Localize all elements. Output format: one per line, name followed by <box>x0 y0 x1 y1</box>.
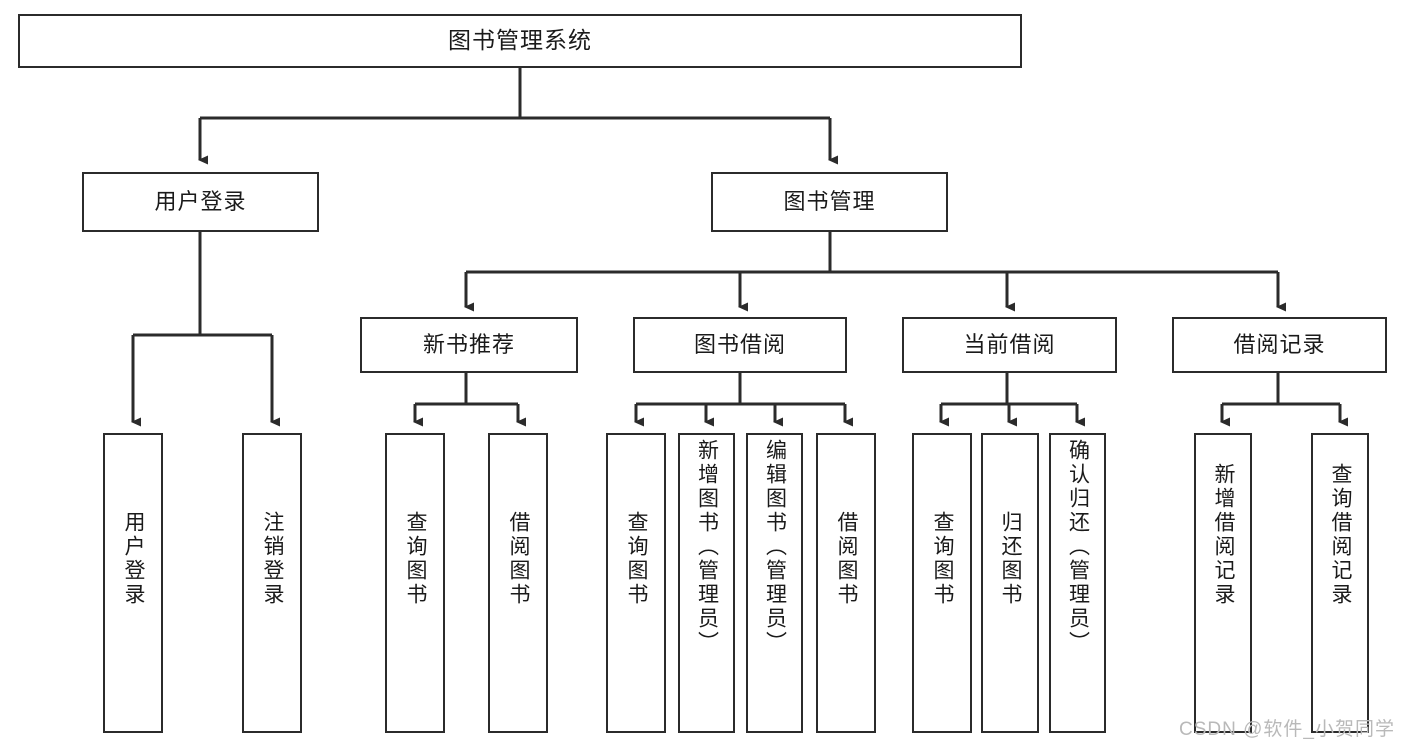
node-book-borrow-label: 图书借阅 <box>693 331 786 357</box>
node-user-login-label: 用户登录 <box>154 188 247 214</box>
node-leaf-add-book-label: 新增图书（管理员） <box>695 439 719 655</box>
node-new-book-recommend[interactable]: 新书推荐 <box>360 317 578 373</box>
node-leaf-query-book-1[interactable]: 查询图书 <box>385 433 445 733</box>
node-leaf-borrow-book-2-label: 借阅图书 <box>835 511 859 607</box>
node-leaf-query-book-3[interactable]: 查询图书 <box>912 433 972 733</box>
node-current-borrow-label: 当前借阅 <box>963 331 1056 357</box>
node-leaf-add-record[interactable]: 新增借阅记录 <box>1194 433 1252 733</box>
node-leaf-edit-book-label: 编辑图书（管理员） <box>763 439 787 655</box>
node-current-borrow[interactable]: 当前借阅 <box>902 317 1117 373</box>
node-borrow-record[interactable]: 借阅记录 <box>1172 317 1387 373</box>
node-leaf-query-book-2-label: 查询图书 <box>625 511 649 607</box>
node-borrow-record-label: 借阅记录 <box>1233 331 1326 357</box>
node-leaf-user-login[interactable]: 用户登录 <box>103 433 163 733</box>
node-leaf-query-record[interactable]: 查询借阅记录 <box>1311 433 1369 733</box>
node-leaf-add-book[interactable]: 新增图书（管理员） <box>678 433 735 733</box>
node-leaf-borrow-book-2[interactable]: 借阅图书 <box>816 433 876 733</box>
node-leaf-confirm-return-label: 确认归还（管理员） <box>1066 439 1090 655</box>
node-leaf-borrow-book-1-label: 借阅图书 <box>507 511 531 607</box>
node-leaf-user-login-label: 用户登录 <box>122 511 146 607</box>
node-leaf-borrow-book-1[interactable]: 借阅图书 <box>488 433 548 733</box>
node-book-manage-label: 图书管理 <box>783 188 876 214</box>
node-leaf-query-book-2[interactable]: 查询图书 <box>606 433 666 733</box>
node-root-label: 图书管理系统 <box>448 27 592 54</box>
node-leaf-confirm-return[interactable]: 确认归还（管理员） <box>1049 433 1106 733</box>
node-leaf-edit-book[interactable]: 编辑图书（管理员） <box>746 433 803 733</box>
node-root[interactable]: 图书管理系统 <box>18 14 1022 68</box>
node-leaf-return-book-label: 归还图书 <box>999 511 1023 607</box>
node-leaf-logout-login[interactable]: 注销登录 <box>242 433 302 733</box>
node-leaf-query-book-1-label: 查询图书 <box>404 511 428 607</box>
node-leaf-return-book[interactable]: 归还图书 <box>981 433 1039 733</box>
node-leaf-query-record-label: 查询借阅记录 <box>1329 463 1353 607</box>
node-leaf-query-book-3-label: 查询图书 <box>931 511 955 607</box>
node-leaf-logout-login-label: 注销登录 <box>261 511 285 607</box>
node-leaf-add-record-label: 新增借阅记录 <box>1212 463 1236 607</box>
node-book-borrow[interactable]: 图书借阅 <box>633 317 847 373</box>
node-user-login[interactable]: 用户登录 <box>82 172 319 232</box>
node-new-book-recommend-label: 新书推荐 <box>422 331 515 357</box>
node-book-manage[interactable]: 图书管理 <box>711 172 948 232</box>
